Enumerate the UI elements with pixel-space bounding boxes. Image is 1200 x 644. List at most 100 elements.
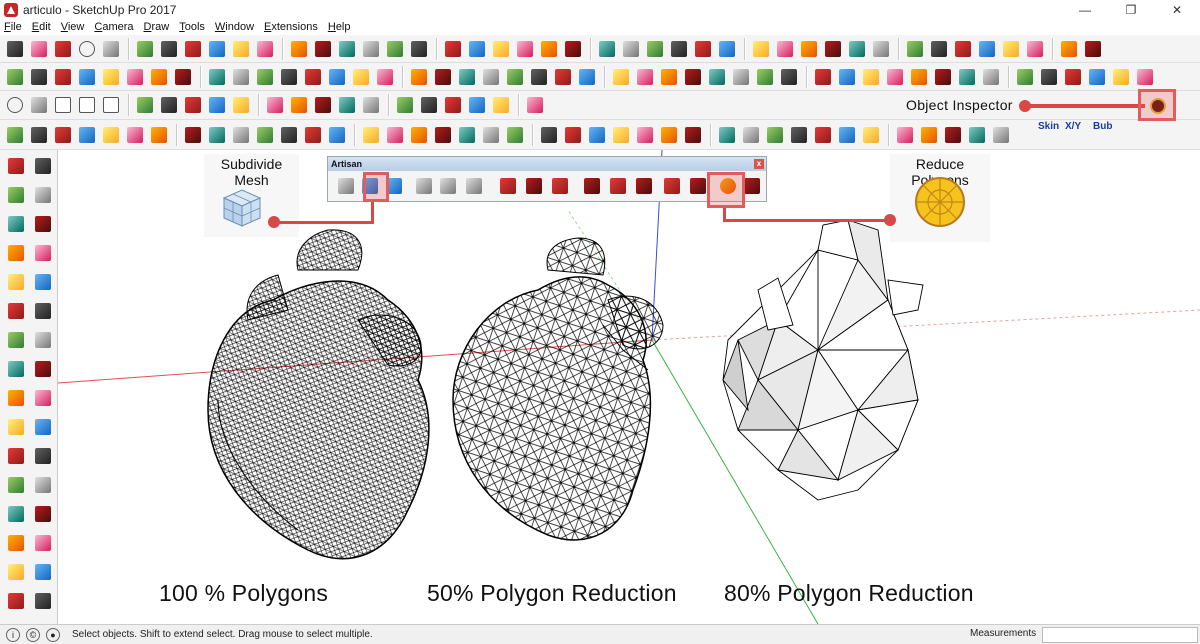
row2-tool-42-button[interactable] [1038,66,1060,88]
row2-tool-18-button[interactable] [432,66,454,88]
row4-tool-19-button[interactable] [456,124,478,146]
row4-tool-7-button[interactable] [148,124,170,146]
artisan-artisan-settings-button[interactable] [742,176,762,196]
row2-tool-5-button[interactable] [100,66,122,88]
row3-tool-4-button[interactable] [206,94,228,116]
row1-tool-12-button[interactable] [408,38,430,60]
row1-tool-13-button[interactable] [442,38,464,60]
row1-tool-34-button[interactable] [976,38,998,60]
artisan-sculpt-pull-button[interactable] [524,176,544,196]
row2-tool-12-button[interactable] [278,66,300,88]
artisan-sculpt-relax-button[interactable] [634,176,654,196]
row4-tool-31-button[interactable] [764,124,786,146]
row1-tool-3-button[interactable] [182,38,204,60]
rotate-tool-button[interactable] [4,357,28,381]
row2-tool-7-button[interactable] [148,66,170,88]
row3-tool-11-button[interactable] [394,94,416,116]
row1-tool-31-button[interactable] [904,38,926,60]
row4-tool-4-button[interactable] [76,124,98,146]
row1-tool-8-button[interactable] [312,38,334,60]
row3-tool-3-button[interactable] [182,94,204,116]
artisan-subdivide-button[interactable] [384,176,404,196]
row4-tool-16-button[interactable] [384,124,406,146]
artisan-select-vertices-button[interactable] [464,176,484,196]
artisan-close-button[interactable]: x [754,159,764,169]
row1-tool-19-button[interactable] [596,38,618,60]
row1-tool-2-button[interactable] [158,38,180,60]
row4-tool-24-button[interactable] [586,124,608,146]
row4-tool-33-button[interactable] [812,124,834,146]
row3-tool-15-button[interactable] [490,94,512,116]
row4-tool-10-button[interactable] [230,124,252,146]
row4-tool-29-button[interactable] [716,124,738,146]
row2-tool-41-button[interactable] [1014,66,1036,88]
scale-tool-button[interactable] [4,386,28,410]
arc-tool-button[interactable] [76,38,98,60]
row2-tool-20-button[interactable] [480,66,502,88]
row4-tool-21-button[interactable] [504,124,526,146]
row4-tool-26-button[interactable] [634,124,656,146]
row4-tool-13-button[interactable] [302,124,324,146]
look-around-tool-button[interactable] [31,589,55,613]
row1-tool-16-button[interactable] [514,38,536,60]
artisan-titlebar[interactable]: Artisan x [328,157,766,171]
row2-tool-37-button[interactable] [908,66,930,88]
camera-view-button[interactable] [52,94,74,116]
row4-tool-3-button[interactable] [52,124,74,146]
row2-tool-40-button[interactable] [980,66,1002,88]
skin-label[interactable]: Skin [1038,121,1060,132]
follow-me-tool-button[interactable] [31,357,55,381]
row2-tool-27-button[interactable] [658,66,680,88]
menu-draw[interactable]: Draw [143,20,170,33]
measurements-input[interactable] [1042,627,1198,643]
row1-tool-23-button[interactable] [692,38,714,60]
row2-tool-34-button[interactable] [836,66,858,88]
line-tool-button[interactable] [4,212,28,236]
row2-tool-43-button[interactable] [1062,66,1084,88]
rectangle-tool-button[interactable] [4,241,28,265]
row1-tool-11-button[interactable] [384,38,406,60]
row1-tool-15-button[interactable] [490,38,512,60]
orbit-tool-button[interactable] [4,502,28,526]
row2-tool-15-button[interactable] [350,66,372,88]
row1-tool-32-button[interactable] [928,38,950,60]
row2-tool-22-button[interactable] [528,66,550,88]
row1-tool-4-button[interactable] [206,38,228,60]
arc-tool-button[interactable] [4,299,28,323]
row4-tool-39-button[interactable] [966,124,988,146]
row2-tool-33-button[interactable] [812,66,834,88]
row1-tool-6-button[interactable] [254,38,276,60]
artisan-sculpt-smooth-button[interactable] [550,176,570,196]
row2-tool-16-button[interactable] [374,66,396,88]
menu-camera[interactable]: Camera [94,20,134,33]
row4-tool-37-button[interactable] [918,124,940,146]
row4-tool-25-button[interactable] [610,124,632,146]
row1-tool-36-button[interactable] [1024,38,1046,60]
row4-tool-32-button[interactable] [788,124,810,146]
minimize-button[interactable]: — [1079,3,1091,17]
row2-tool-25-button[interactable] [610,66,632,88]
circle-tool-button[interactable] [4,270,28,294]
restore-button[interactable]: ❐ [1125,3,1137,17]
row1-tool-17-button[interactable] [538,38,560,60]
row3-tool-8-button[interactable] [312,94,334,116]
row2-tool-17-button[interactable] [408,66,430,88]
row1-tool-5-button[interactable] [230,38,252,60]
row3-tool-7-button[interactable] [288,94,310,116]
artisan-crease-button[interactable] [414,176,434,196]
row4-tool-27-button[interactable] [658,124,680,146]
row3-tool-16-button[interactable] [524,94,546,116]
row2-tool-13-button[interactable] [302,66,324,88]
row2-tool-11-button[interactable] [254,66,276,88]
zoom-tool-button[interactable] [4,531,28,555]
row4-tool-15-button[interactable] [360,124,382,146]
info-icon[interactable]: i [6,627,20,642]
zoom-window-tool-button[interactable] [31,531,55,555]
component-tool-button[interactable] [31,154,55,178]
push-pull-tool-button[interactable] [31,328,55,352]
row2-tool-19-button[interactable] [456,66,478,88]
row1-tool-20-button[interactable] [620,38,642,60]
row3-tool-2-button[interactable] [158,94,180,116]
row4-tool-8-button[interactable] [182,124,204,146]
row2-tool-35-button[interactable] [860,66,882,88]
